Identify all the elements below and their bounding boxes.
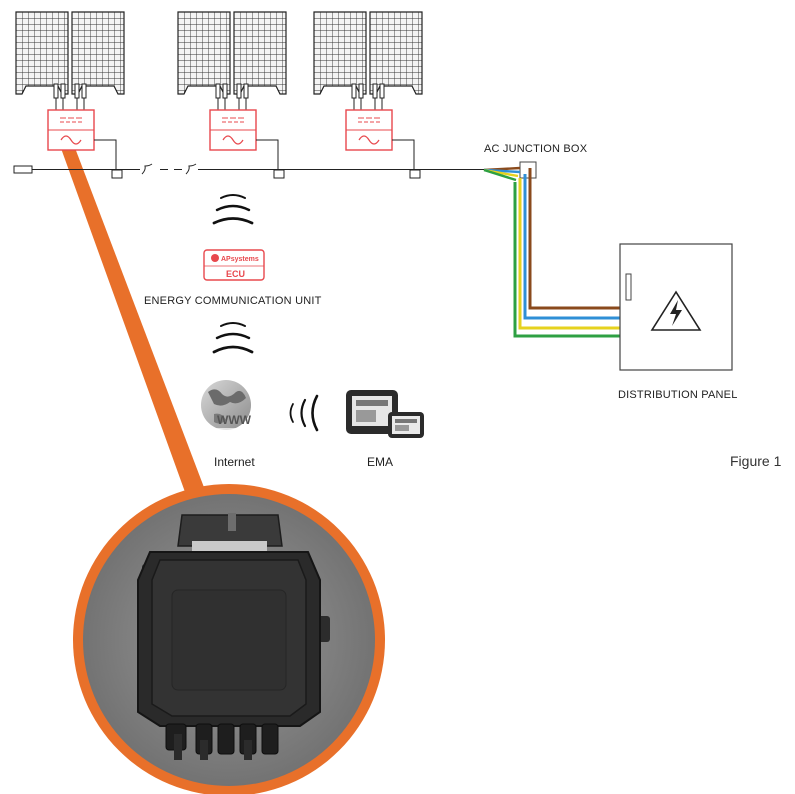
apsystems-logo-icon (211, 254, 219, 262)
internet-label: Internet (214, 455, 255, 469)
ecu-device: APsystems ECU (203, 249, 265, 281)
ac-junction-box (483, 161, 622, 338)
ac-junction-box-label: AC JUNCTION BOX (484, 143, 588, 155)
distribution-panel-label: DISTRIBUTION PANEL (618, 389, 738, 401)
wireless-signal-icon (212, 194, 254, 225)
zoom-wedge (58, 140, 205, 492)
globe-www-text: WWW (217, 413, 252, 427)
ema-label: EMA (367, 455, 393, 469)
ecu-brand: APsystems (221, 256, 259, 263)
wireless-signal-icon (212, 322, 254, 354)
distribution-panel (619, 243, 733, 371)
figure-caption: Figure 1 (730, 453, 782, 469)
pv-unit-3 (314, 12, 422, 178)
ac-trunk-cable (13, 163, 484, 175)
wireless-signal-icon (289, 394, 319, 432)
ema-devices-icon (346, 390, 424, 438)
high-voltage-icon (670, 300, 682, 326)
microinverter-photo (137, 513, 330, 760)
pv-unit-2 (178, 12, 286, 178)
ecu-caption: ENERGY COMMUNICATION UNIT (144, 295, 322, 307)
ecu-label: ECU (226, 269, 245, 279)
internet-globe-icon: WWW (201, 380, 266, 442)
